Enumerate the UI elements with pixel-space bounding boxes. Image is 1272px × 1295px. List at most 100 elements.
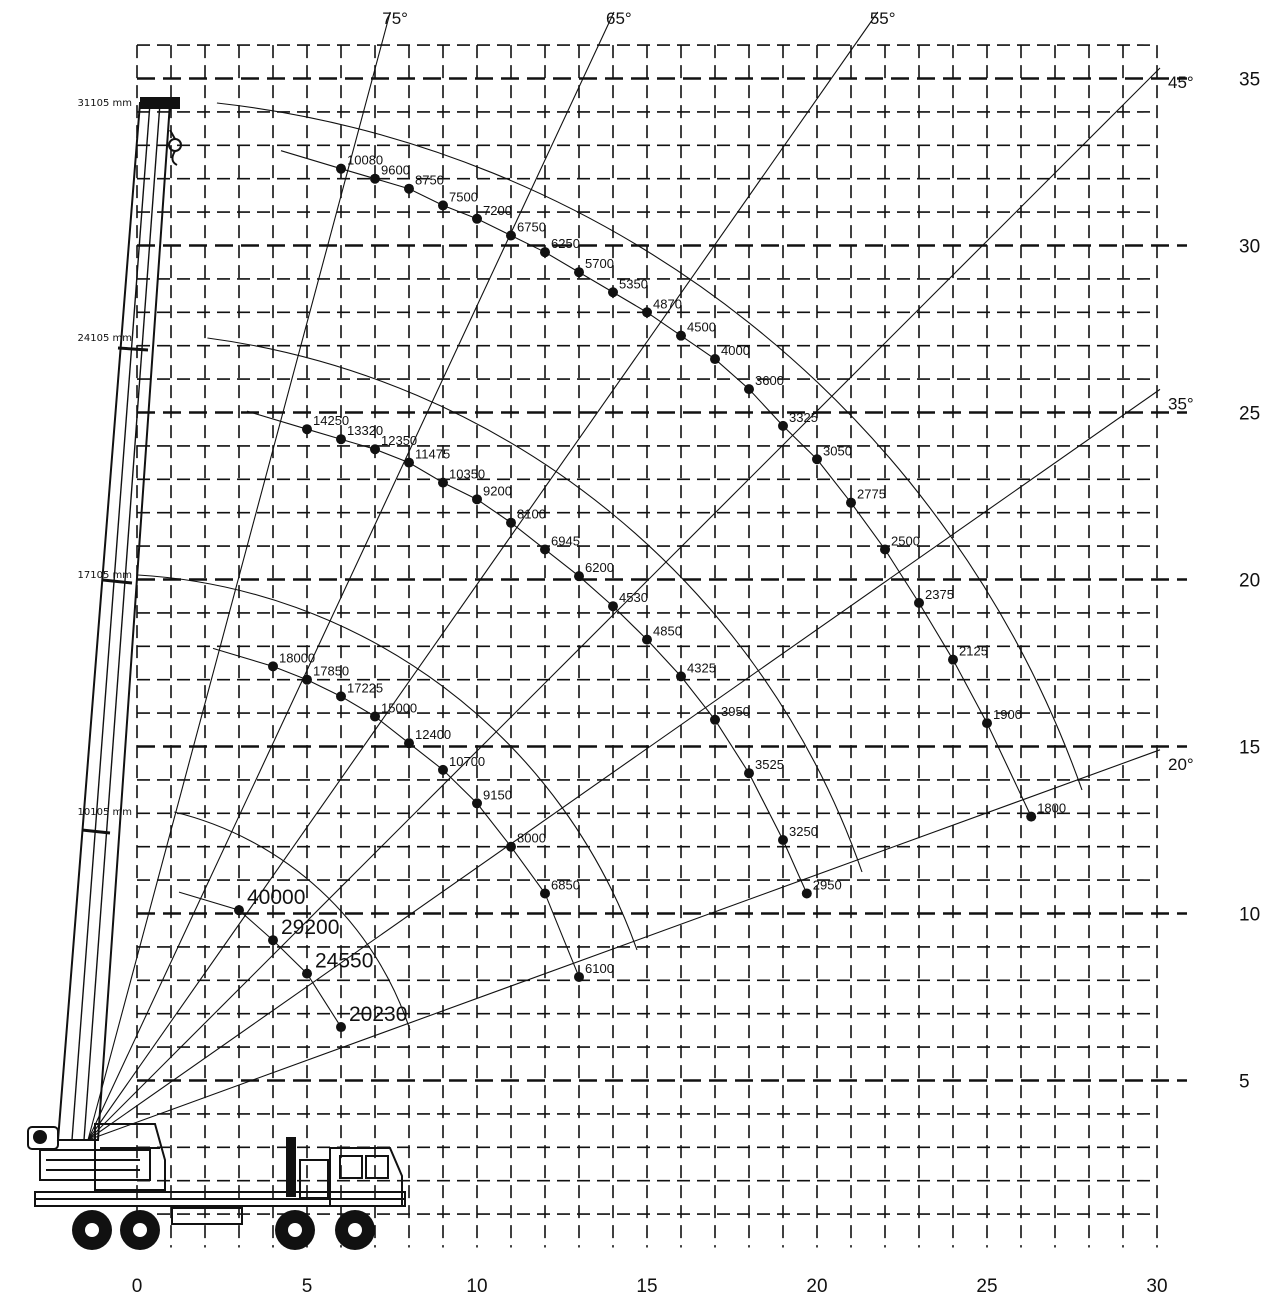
boom-length-label: 10105 mm <box>78 807 132 818</box>
angle-label: 35° <box>1168 394 1194 413</box>
load-point <box>880 544 890 555</box>
load-point <box>778 420 788 431</box>
angle-ray <box>87 67 1161 1141</box>
load-point-label: 3325 <box>789 410 818 425</box>
load-point <box>676 330 686 341</box>
load-point <box>336 434 346 445</box>
load-point-label: 9150 <box>483 787 512 802</box>
load-point-label: 4530 <box>619 590 648 605</box>
angle-ray <box>87 749 1161 1141</box>
crane-boom <box>56 97 182 1141</box>
load-point-label: 12400 <box>415 727 451 742</box>
load-point-label: 10080 <box>347 153 383 168</box>
load-point-label: 17850 <box>313 664 349 679</box>
load-point-label: 2500 <box>891 533 920 548</box>
crane-truck <box>27 1123 406 1250</box>
load-point <box>268 935 278 946</box>
load-point <box>370 444 380 455</box>
load-point-label: 6945 <box>551 533 580 548</box>
y-tick-label: 35 <box>1239 70 1260 91</box>
load-point <box>801 888 812 899</box>
load-point <box>710 714 720 725</box>
load-point <box>982 718 992 729</box>
load-point-label: 13320 <box>347 423 383 438</box>
load-point <box>914 597 924 608</box>
load-point <box>744 384 754 395</box>
load-point <box>438 477 448 488</box>
load-point-label: 2950 <box>813 877 842 892</box>
load-point-label: 2775 <box>857 487 886 502</box>
boom-length-label: 17105 mm <box>78 570 132 581</box>
load-point <box>948 654 958 665</box>
load-point <box>642 307 652 318</box>
load-point-label: 4000 <box>721 343 750 358</box>
angle-ray <box>87 11 391 1141</box>
load-point-label: 5700 <box>585 256 614 271</box>
load-point <box>234 905 244 916</box>
load-point-label: 10700 <box>449 754 485 769</box>
load-point-label: 17225 <box>347 680 383 695</box>
angle-ray <box>87 388 1161 1141</box>
load-point <box>370 173 380 184</box>
load-point-label: 4850 <box>653 624 682 639</box>
angle-label: 55° <box>870 9 896 28</box>
load-curve <box>280 150 1032 817</box>
load-point <box>472 213 482 224</box>
load-point-label: 8750 <box>415 173 444 188</box>
load-point <box>336 691 346 702</box>
load-point <box>336 1022 346 1033</box>
boom-length-label: 24105 mm <box>78 333 132 344</box>
load-point <box>506 230 516 241</box>
load-point-label: 9200 <box>483 483 512 498</box>
y-tick-label: 20 <box>1239 571 1260 592</box>
boom-arc <box>216 102 1083 791</box>
load-point-label: 11475 <box>415 447 450 462</box>
load-point <box>472 494 482 505</box>
y-tick-label: 30 <box>1239 237 1260 258</box>
load-point-label: 8000 <box>517 831 546 846</box>
load-point-label: 3950 <box>721 704 750 719</box>
boom-length-label: 31105 mm <box>78 98 132 109</box>
load-point-label: 18000 <box>279 650 315 665</box>
load-point <box>846 497 856 508</box>
load-point-label: 5350 <box>619 276 648 291</box>
load-point <box>336 163 346 174</box>
boom-arc <box>207 337 863 873</box>
x-tick-label: 30 <box>1146 1276 1167 1295</box>
load-point <box>472 798 482 809</box>
load-point-label: 6850 <box>551 877 580 892</box>
load-point-label: 4870 <box>653 296 682 311</box>
load-point-label: 6750 <box>517 219 546 234</box>
angle-label: 75° <box>382 9 408 28</box>
angle-label: 45° <box>1168 73 1194 92</box>
load-point <box>404 183 414 194</box>
x-tick-label: 15 <box>636 1276 657 1295</box>
load-point-label: 7200 <box>483 203 512 218</box>
load-curve <box>246 410 808 894</box>
load-point <box>1026 811 1037 822</box>
load-point <box>812 454 822 465</box>
load-point-label: 1900 <box>993 707 1022 722</box>
load-point-label: 20230 <box>349 1003 407 1026</box>
angle-ray <box>87 11 879 1141</box>
angle-label: 20° <box>1168 755 1194 774</box>
load-point-label: 2375 <box>925 587 954 602</box>
load-point-label: 3600 <box>755 373 784 388</box>
load-point-label: 9600 <box>381 163 410 178</box>
load-point <box>744 768 754 779</box>
load-point <box>676 671 686 682</box>
load-point-label: 3050 <box>823 443 852 458</box>
load-point <box>404 738 414 749</box>
load-point-label: 3525 <box>755 757 784 772</box>
angle-ray <box>87 11 615 1141</box>
load-point <box>302 674 312 685</box>
boom-arc <box>174 811 411 1031</box>
load-point <box>574 571 584 582</box>
load-point <box>370 711 380 722</box>
x-tick-label: 5 <box>302 1276 313 1295</box>
angle-label: 65° <box>606 9 632 28</box>
load-point <box>302 968 312 979</box>
load-point-label: 1800 <box>1037 801 1066 816</box>
load-point <box>268 661 278 672</box>
